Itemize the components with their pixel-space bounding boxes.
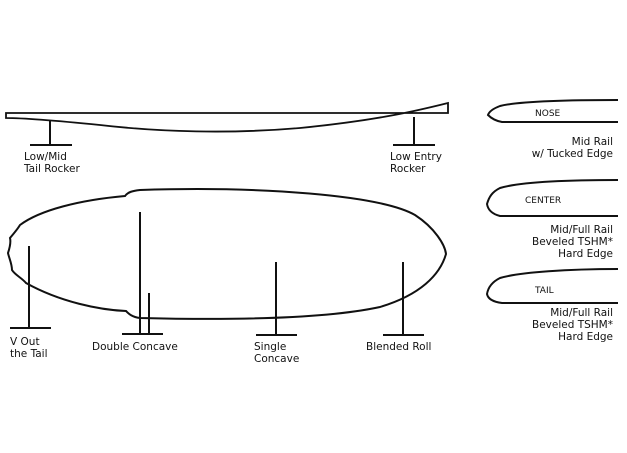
rail-center-profile (485, 179, 619, 217)
rail-nose-profile (486, 99, 619, 123)
rail-center-title: CENTER (525, 196, 562, 206)
rail-tail-profile (485, 268, 619, 304)
bottom-view-outline (6, 188, 448, 336)
blended-roll-label: Blended Roll (366, 341, 432, 353)
double-concave-label: Double Concave (92, 341, 178, 353)
side-view-profile (5, 101, 449, 146)
rail-nose-title: NOSE (535, 109, 561, 119)
rail-tail-title: TAIL (535, 286, 554, 296)
